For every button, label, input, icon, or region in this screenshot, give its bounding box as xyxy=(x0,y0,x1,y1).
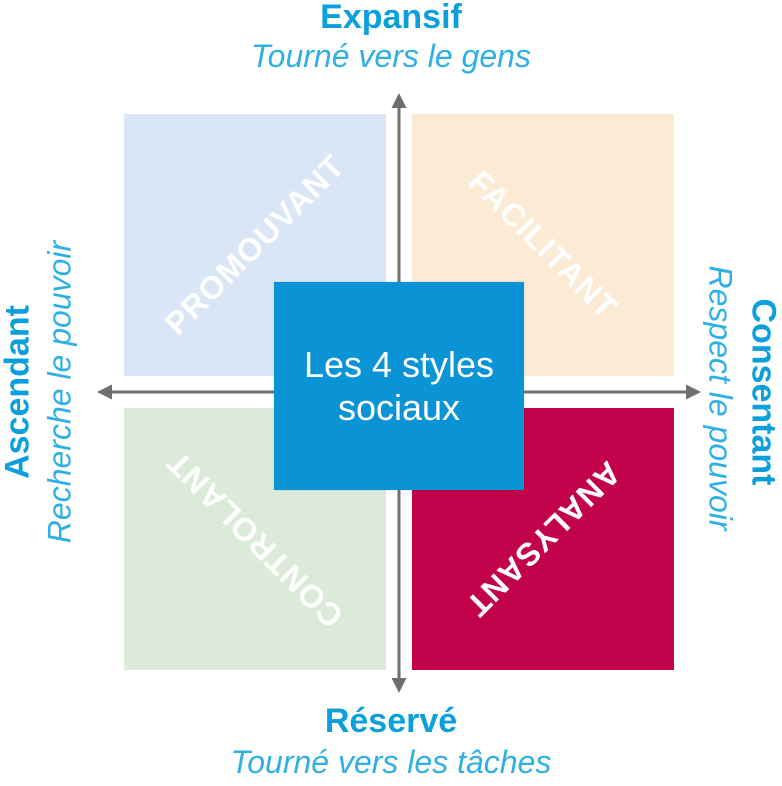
right-axis-subtitle: Respect le pouvoir xyxy=(702,265,739,531)
left-axis-title: Ascendant xyxy=(0,305,37,479)
top-axis-subtitle: Tourné vers le gens xyxy=(251,38,531,74)
bottom-axis-title: Réservé xyxy=(324,702,458,740)
bottom-axis-subtitle: Tourné vers les tâches xyxy=(230,744,552,780)
center-box: Les 4 styles sociaux xyxy=(274,282,524,490)
top-axis-title: Expansif xyxy=(320,0,462,36)
right-axis-title: Consentant xyxy=(744,298,782,486)
center-label: Les 4 styles sociaux xyxy=(303,343,495,428)
left-axis-subtitle: Recherche le pouvoir xyxy=(41,240,78,544)
